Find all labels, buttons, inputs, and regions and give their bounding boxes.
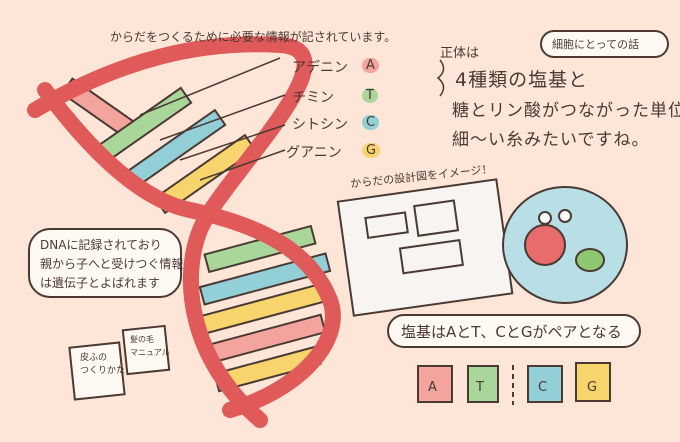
- base-letter: T: [362, 88, 378, 103]
- note-paper: [121, 324, 171, 376]
- note-line: マニュアル: [130, 348, 170, 357]
- base-letter: C: [362, 115, 380, 130]
- gene-bubble-line: は遺伝子とよばれます: [40, 276, 161, 290]
- base-piece-t: [467, 365, 499, 403]
- base-name: チミン: [292, 90, 334, 106]
- base-name: シトシン: [292, 117, 348, 133]
- pair-letter: C: [538, 380, 548, 395]
- gene-bubble-line: 親から子へと受けつぐ情報: [40, 257, 184, 271]
- header-caption: からだをつくるために必要な情報が記されています。: [110, 30, 397, 44]
- description-line: 細〜い糸みたいですね。: [452, 130, 650, 150]
- note-paper: [68, 341, 126, 401]
- gene-bubble-line: DNAに記録されており: [40, 238, 162, 252]
- intro-text: 正体は: [440, 46, 480, 61]
- note-skin: 皮ふの つくりかた: [80, 352, 125, 378]
- cell-character: [502, 186, 628, 304]
- note-line: 皮ふの: [80, 353, 108, 363]
- pair-bubble: 塩基はAとT、CとGがペアとなる: [387, 314, 641, 348]
- base-letter: G: [362, 143, 381, 158]
- strand-1: [27, 36, 313, 428]
- base-name: グアニン: [286, 145, 342, 161]
- gene-bubble: DNAに記録されており 親から子へと受けつぐ情報 は遺伝子とよばれます: [28, 228, 184, 298]
- pair-letter: A: [428, 380, 437, 395]
- base-letter: A: [362, 58, 379, 73]
- cell-talk-bubble: 細胞にとっての話: [540, 30, 669, 58]
- base-piece-g: [575, 362, 611, 402]
- pair-bubble-text: 塩基はAとT、CとGがペアとなる: [401, 323, 622, 341]
- note-line: 髪の毛: [130, 335, 154, 344]
- note-line: つくりかた: [80, 366, 126, 376]
- base-piece-a: [417, 365, 453, 403]
- description-line: 4種類の塩基と: [455, 69, 589, 91]
- pair-letter: G: [587, 380, 598, 395]
- description-line: 糖とリン酸がつながった単位！: [452, 101, 680, 121]
- cell-talk-bubble-text: 細胞にとっての話: [552, 38, 640, 51]
- base-bar: [198, 252, 332, 306]
- base-bar: [203, 224, 317, 274]
- note-hair: 髪の毛 マニュアル: [130, 333, 170, 359]
- blueprint-sheet: [336, 178, 514, 317]
- strand-2: [37, 82, 341, 418]
- base-piece-c: [527, 365, 563, 403]
- base-name: アデニン: [292, 60, 348, 76]
- pair-letter: T: [476, 380, 484, 395]
